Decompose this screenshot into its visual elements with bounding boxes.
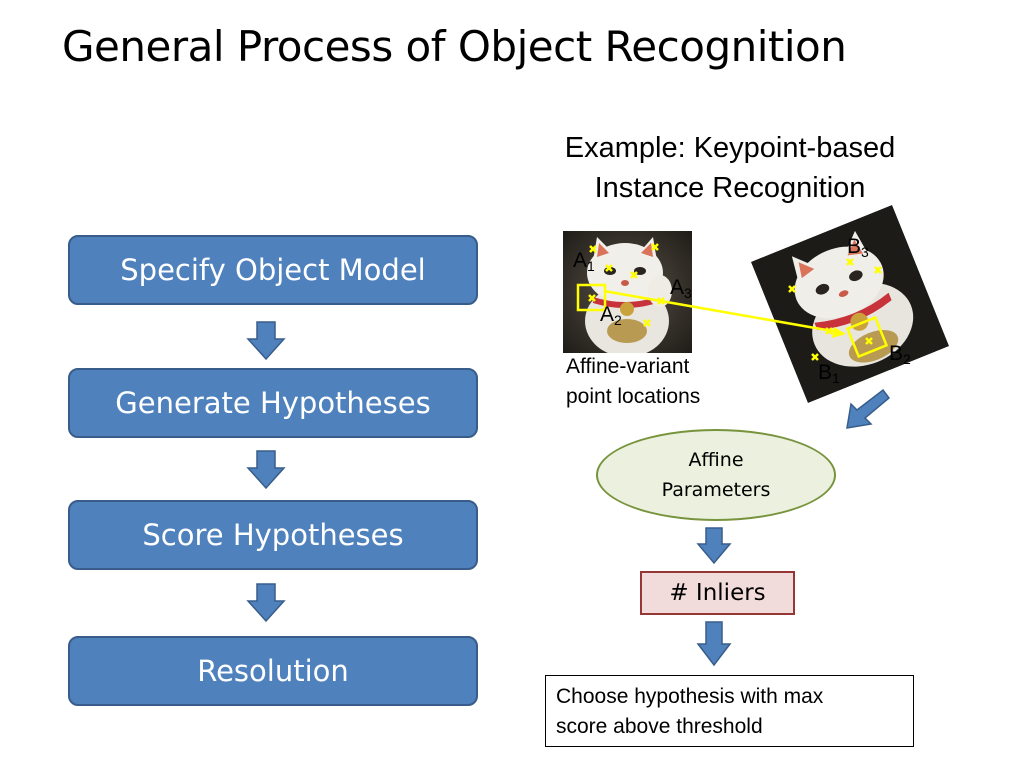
patch-box-b [845,315,889,359]
caption-line1: Affine-variant [566,355,690,378]
correspondence-line [603,289,839,334]
choose-hypothesis-box: Choose hypothesis with max score above t… [545,675,914,747]
label-b2: B2 [889,342,911,367]
down-arrow-icon [696,527,732,565]
patch-box-a [576,283,607,312]
keypoint-markers [588,243,882,361]
slide-title: General Process of Object Recognition [62,22,847,71]
affine-line1: Affine [688,449,744,471]
choose-line1: Choose hypothesis with max [556,685,824,708]
example-heading-line2: Instance Recognition [594,172,866,204]
down-arrow-icon [246,450,286,490]
label-a3: A3 [670,276,692,301]
diagonal-arrow-icon [846,388,891,429]
inliers-node: # Inliers [640,571,795,615]
step-resolution: Resolution [68,636,478,706]
label-a2: A2 [600,303,622,328]
object-photo-b [751,205,949,403]
step-score-hypotheses: Score Hypotheses [68,500,478,570]
object-photo-a [563,231,692,353]
affine-parameters-node: Affine Parameters [596,429,836,521]
down-arrow-icon [696,621,732,667]
step-generate-hypotheses: Generate Hypotheses [68,368,478,438]
lucky-cat-figurine-icon [751,205,949,403]
step-specify-object-model: Specify Object Model [68,235,478,305]
correspondence-arrowhead [832,327,846,338]
label-b3: B3 [847,235,869,260]
example-heading-line1: Example: Keypoint-based [564,132,896,164]
affine-variant-caption: Affine-variant point locations [566,352,700,412]
caption-line2: point locations [566,385,701,408]
down-arrow-icon [246,583,286,623]
label-b1: B1 [818,361,840,386]
example-heading: Example: Keypoint-based Instance Recogni… [520,128,940,208]
label-a1: A1 [573,249,595,274]
lucky-cat-figurine-icon [563,231,692,353]
affine-line2: Parameters [661,479,771,501]
choose-line2: score above threshold [556,715,763,738]
down-arrow-icon [246,321,286,361]
